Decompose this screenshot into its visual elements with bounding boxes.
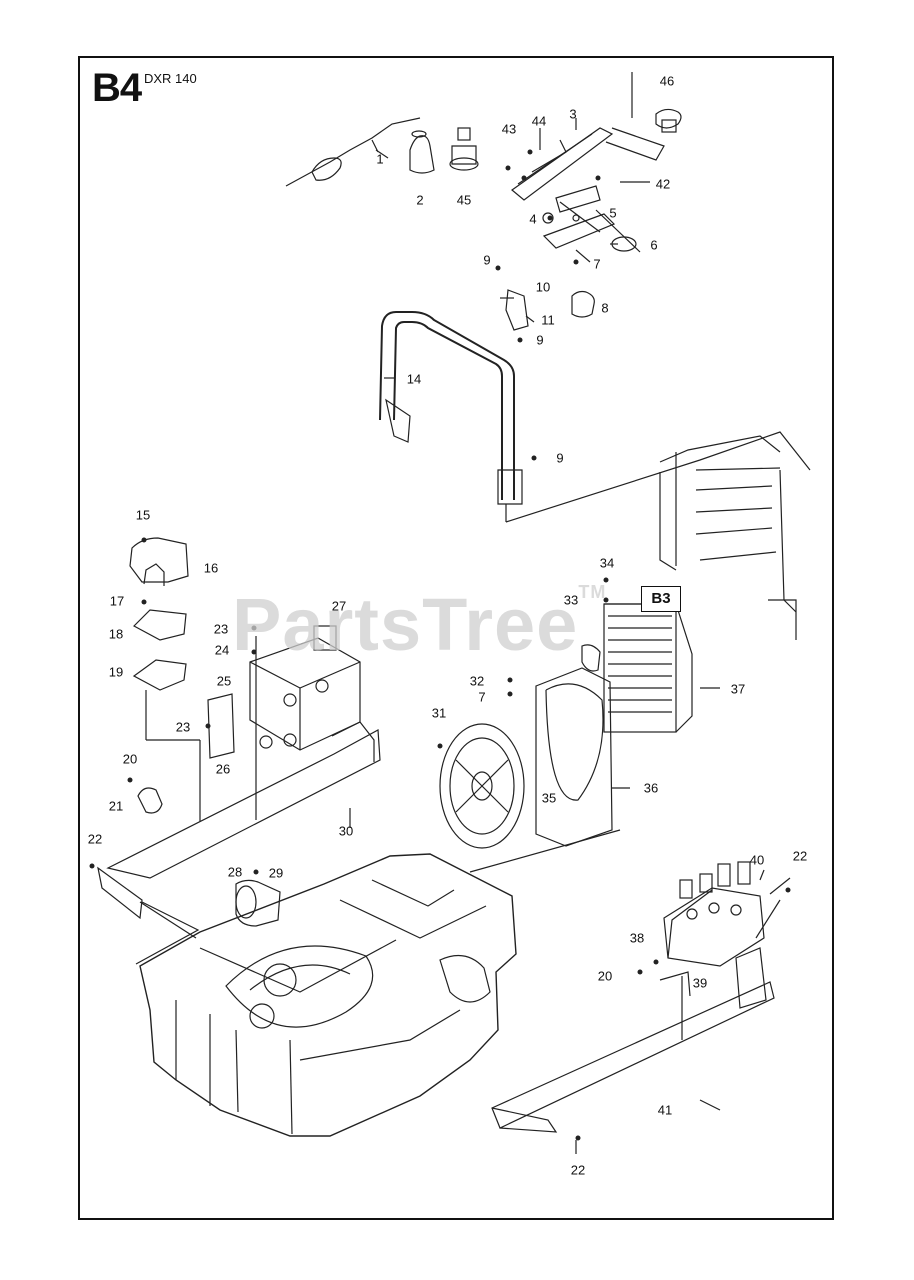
- part-label[interactable]: 3: [569, 106, 577, 122]
- watermark-text: PartsTree: [232, 583, 579, 666]
- part-label[interactable]: 18: [108, 626, 124, 642]
- part-label[interactable]: 5: [609, 205, 617, 221]
- part-label[interactable]: 35: [541, 790, 557, 806]
- part-label[interactable]: 30: [338, 823, 354, 839]
- part-label[interactable]: 1: [376, 151, 384, 167]
- part-label[interactable]: 38: [629, 930, 645, 946]
- part-label[interactable]: 4: [529, 211, 537, 227]
- part-label[interactable]: 23: [175, 719, 191, 735]
- part-label[interactable]: 23: [213, 621, 229, 637]
- part-label[interactable]: 31: [431, 705, 447, 721]
- part-label[interactable]: 20: [597, 968, 613, 984]
- part-label[interactable]: 9: [556, 450, 564, 466]
- part-label[interactable]: 39: [692, 975, 708, 991]
- part-label[interactable]: 37: [730, 681, 746, 697]
- part-label[interactable]: 41: [657, 1102, 673, 1118]
- diagram-frame: [78, 56, 834, 1220]
- part-label[interactable]: 22: [87, 831, 103, 847]
- part-label[interactable]: 32: [469, 673, 485, 689]
- part-label[interactable]: 6: [650, 237, 658, 253]
- part-label[interactable]: 44: [531, 113, 547, 129]
- part-label[interactable]: 34: [599, 555, 615, 571]
- model-name: DXR 140: [144, 71, 197, 86]
- part-label[interactable]: 8: [601, 300, 609, 316]
- part-label[interactable]: 7: [478, 689, 486, 705]
- part-label[interactable]: 20: [122, 751, 138, 767]
- part-label[interactable]: 36: [643, 780, 659, 796]
- part-label[interactable]: 7: [593, 256, 601, 272]
- part-label[interactable]: 9: [536, 332, 544, 348]
- part-label[interactable]: 46: [659, 73, 675, 89]
- part-label[interactable]: 15: [135, 507, 151, 523]
- reference-box-b3[interactable]: B3: [641, 586, 681, 612]
- part-label[interactable]: 24: [214, 642, 230, 658]
- part-label[interactable]: 25: [216, 673, 232, 689]
- part-label[interactable]: 21: [108, 798, 124, 814]
- watermark-tm: TM: [578, 582, 607, 602]
- part-label[interactable]: 2: [416, 192, 424, 208]
- diagram-code: B4: [92, 66, 142, 110]
- part-label[interactable]: 17: [109, 593, 125, 609]
- part-label[interactable]: 29: [268, 865, 284, 881]
- part-label[interactable]: 45: [456, 192, 472, 208]
- part-label[interactable]: 14: [406, 371, 422, 387]
- part-label[interactable]: 26: [215, 761, 231, 777]
- part-label[interactable]: 10: [535, 279, 551, 295]
- watermark: PartsTreeTM: [232, 582, 606, 667]
- part-label[interactable]: 16: [203, 560, 219, 576]
- part-label[interactable]: 43: [501, 121, 517, 137]
- part-label[interactable]: 22: [570, 1162, 586, 1178]
- part-label[interactable]: 33: [563, 592, 579, 608]
- part-label[interactable]: 11: [541, 312, 555, 328]
- part-label[interactable]: 27: [331, 598, 347, 614]
- part-label[interactable]: 22: [792, 848, 808, 864]
- part-label[interactable]: 19: [108, 664, 124, 680]
- part-label[interactable]: 40: [749, 852, 765, 868]
- part-label[interactable]: 9: [483, 252, 491, 268]
- part-label[interactable]: 42: [655, 176, 671, 192]
- part-label[interactable]: 28: [227, 864, 243, 880]
